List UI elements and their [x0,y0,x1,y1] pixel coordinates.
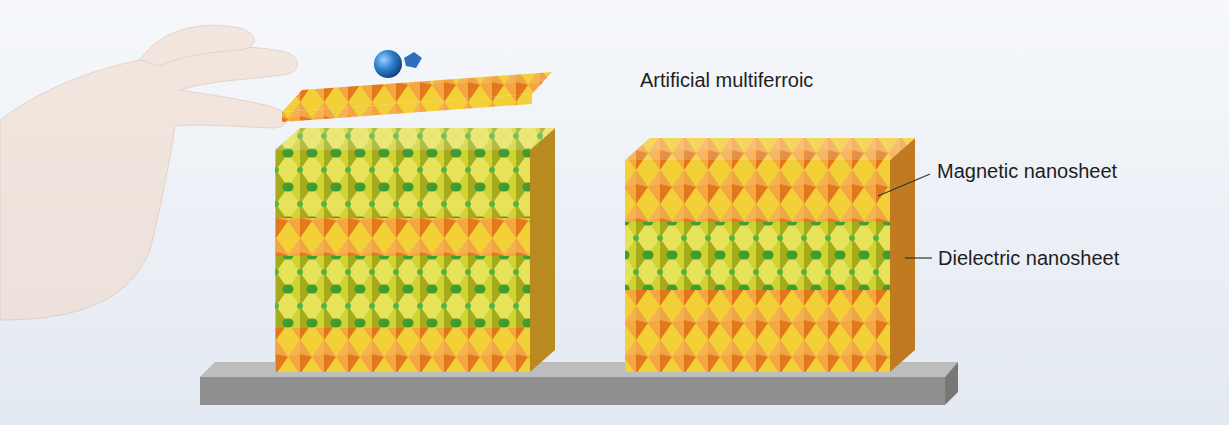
callout-label: Magnetic nanosheet [937,159,1117,183]
caption-label: Artificial multiferroic [640,68,813,92]
callout-label: Dielectric nanosheet [938,246,1119,270]
